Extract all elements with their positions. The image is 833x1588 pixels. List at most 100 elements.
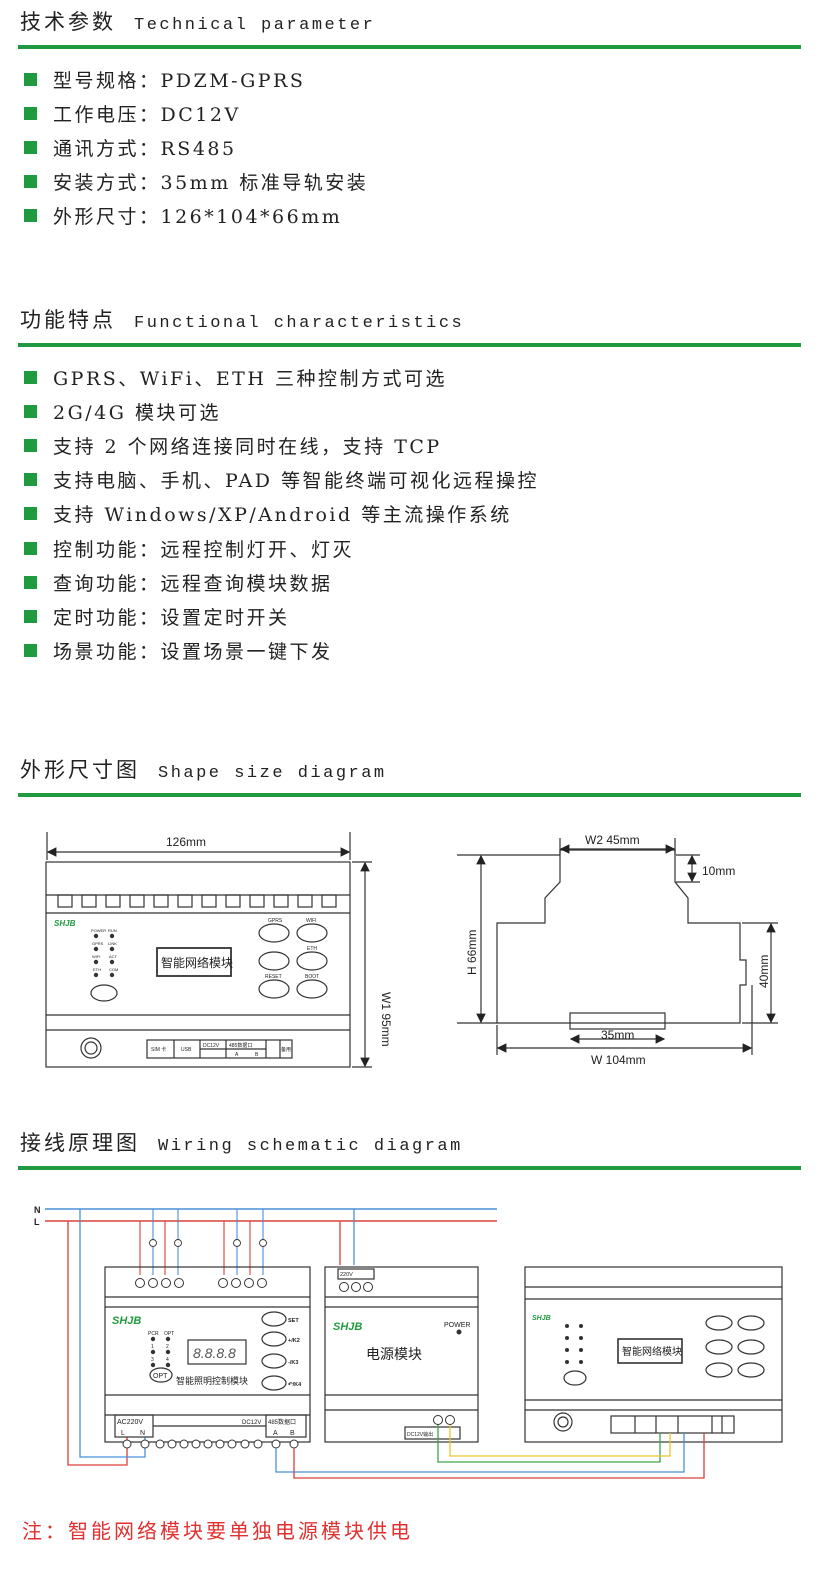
w1-label: W1 95mm <box>379 992 393 1047</box>
n-label: N <box>34 1205 41 1215</box>
power-terminals <box>339 1282 455 1425</box>
list-item: 支持电脑、手机、PAD 等智能终端可视化远程操控 <box>24 463 539 497</box>
top-gap-label: 10mm <box>702 864 735 878</box>
svg-text:A: A <box>273 1430 278 1437</box>
list-item: 场景功能：设置场景一键下发 <box>24 634 539 668</box>
segment-display: 8.8.8.8 <box>193 1345 236 1361</box>
rail-label: 35mm <box>601 1028 634 1042</box>
func-list: GPRS、WiFi、ETH 三种控制方式可选 2G/4G 模块可选 支持 2 个… <box>24 360 539 668</box>
list-item: 支持 Windows/XP/Android 等主流操作系统 <box>24 497 539 531</box>
section-header-shape: 外形尺寸图 Shape size diagram <box>20 754 801 796</box>
svg-text:N: N <box>140 1430 145 1437</box>
power-module-name: 电源模块 <box>366 1346 422 1362</box>
bullet-square-icon <box>24 370 37 384</box>
controller-button-labels: SET +/K2 -/K3 ↶/K4 <box>287 1318 302 1388</box>
h-label: H 66mm <box>465 930 479 975</box>
bullet-square-icon <box>24 575 37 589</box>
svg-text:4: 4 <box>166 1357 169 1363</box>
w2-label: W2 45mm <box>585 833 640 847</box>
bullet-square-icon <box>24 140 37 154</box>
list-item: 定时功能：设置定时开关 <box>24 599 539 633</box>
controller-bottom-terminals <box>122 1439 299 1449</box>
svg-text:WIFI: WIFI <box>306 918 317 924</box>
svg-text:PCR: PCR <box>148 1331 159 1337</box>
front-button-labels: GPRS WIFI ETH RESET BOOT <box>265 918 319 980</box>
bullet-square-icon <box>24 507 37 521</box>
network-module-name: 智能网络模块 <box>622 1345 682 1358</box>
right-height-label: 40mm <box>757 955 771 988</box>
list-item: 查询功能：远程查询模块数据 <box>24 565 539 599</box>
svg-text:485数据口: 485数据口 <box>268 1418 296 1426</box>
section-divider <box>18 1166 801 1170</box>
svg-text:B: B <box>255 1052 259 1058</box>
section-title-en: Shape size diagram <box>158 764 387 783</box>
list-item: GPRS、WiFi、ETH 三种控制方式可选 <box>24 360 539 394</box>
controller-brand-logo: SHJB <box>112 1315 141 1327</box>
bullet-square-icon <box>24 106 37 120</box>
brand-logo: SHJB <box>54 919 76 928</box>
bullet-square-icon <box>24 541 37 555</box>
section-title-zh: 外形尺寸图 <box>20 758 140 782</box>
controller-leds <box>150 1336 171 1368</box>
svg-text:OPT: OPT <box>164 1331 174 1337</box>
section-title-en: Technical parameter <box>134 16 376 35</box>
list-item: 安装方式：35mm 标准导轨安装 <box>24 165 368 199</box>
front-view <box>45 832 372 1068</box>
power-output-label: DC12V输出 <box>407 1431 433 1438</box>
svg-text:AC220V: AC220V <box>117 1419 143 1426</box>
svg-text:485数据口: 485数据口 <box>229 1042 252 1049</box>
network-leds <box>565 1324 583 1364</box>
power-led-icon <box>456 1329 462 1335</box>
list-item: 控制功能：远程控制灯开、灯灭 <box>24 531 539 565</box>
power-brand-logo: SHJB <box>333 1321 362 1333</box>
bullet-square-icon <box>24 438 37 452</box>
front-leds <box>93 933 115 978</box>
terminal-teeth <box>57 894 337 908</box>
svg-text:3: 3 <box>151 1357 154 1363</box>
network-module <box>524 1266 783 1443</box>
bullet-square-icon <box>24 404 37 418</box>
svg-text:WIFI: WIFI <box>92 954 100 959</box>
tech-param-list: 型号规格：PDZM-GPRS 工作电压：DC12V 通讯方式：RS485 安装方… <box>24 62 368 233</box>
list-item: 型号规格：PDZM-GPRS <box>24 62 368 96</box>
width-label: 126mm <box>166 835 206 849</box>
controller-name: 智能照明控制模块 <box>176 1375 248 1386</box>
power-input-label: 220V <box>340 1272 353 1278</box>
svg-text:1: 1 <box>151 1344 154 1350</box>
bullet-square-icon <box>24 473 37 487</box>
svg-text:RUN: RUN <box>108 928 117 933</box>
power-bus <box>45 1208 497 1222</box>
bullet-square-icon <box>24 644 37 658</box>
svg-text:USB: USB <box>181 1047 192 1053</box>
svg-text:-/K3: -/K3 <box>288 1360 298 1366</box>
svg-text:↶/K4: ↶/K4 <box>287 1381 302 1388</box>
bullet-square-icon <box>24 609 37 623</box>
svg-text:+/K2: +/K2 <box>288 1338 300 1344</box>
bullet-square-icon <box>24 72 37 86</box>
w-label: W 104mm <box>591 1053 646 1067</box>
svg-text:ETH: ETH <box>307 946 317 952</box>
power-module <box>324 1266 479 1443</box>
controller-top-terminals <box>135 1278 267 1288</box>
section-divider <box>18 793 801 797</box>
svg-text:DC12V: DC12V <box>242 1420 261 1426</box>
list-item: 支持 2 个网络连接同时在线，支持 TCP <box>24 428 539 462</box>
l-label: L <box>34 1217 40 1227</box>
lamp-feeds <box>139 1209 264 1275</box>
svg-text:SIM 卡: SIM 卡 <box>151 1046 166 1053</box>
list-item: 2G/4G 模块可选 <box>24 394 539 428</box>
svg-text:COM: COM <box>109 967 118 972</box>
svg-text:A: A <box>235 1052 239 1058</box>
svg-text:RESET: RESET <box>265 974 282 980</box>
svg-text:DC12V: DC12V <box>203 1043 220 1049</box>
svg-text:SET: SET <box>288 1318 299 1324</box>
section-title-en: Functional characteristics <box>134 314 465 333</box>
list-item: 工作电压：DC12V <box>24 96 368 130</box>
bullet-square-icon <box>24 175 37 189</box>
